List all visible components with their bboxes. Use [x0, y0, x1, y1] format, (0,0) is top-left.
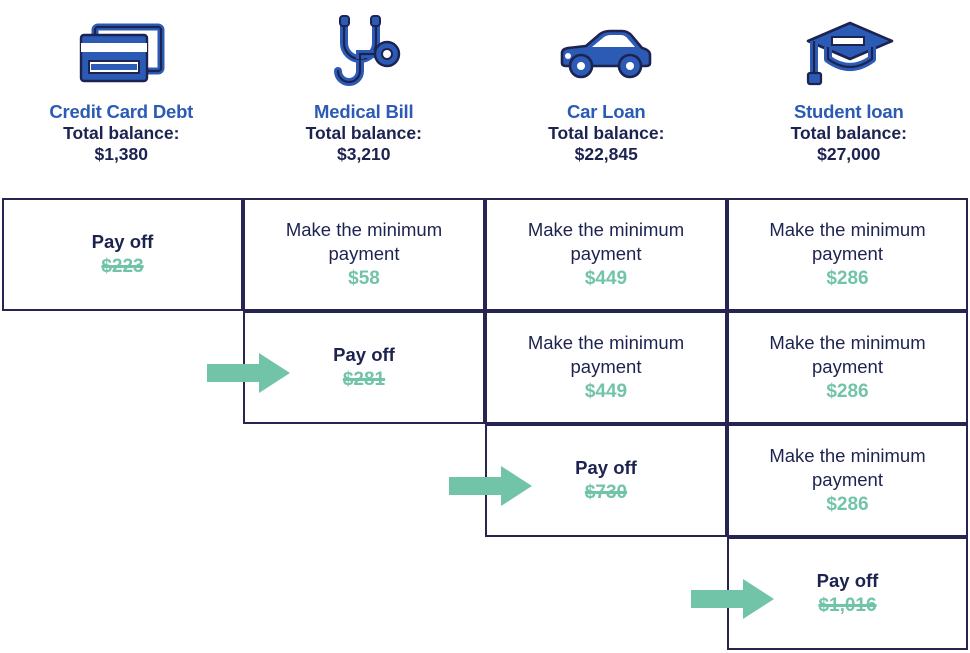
- debt-header-car-loan: Car Loan Total balance: $22,845: [485, 0, 728, 196]
- graduation-cap-icon: [802, 8, 896, 100]
- credit-cards-icon: [73, 8, 169, 100]
- cell-amount: $223: [101, 255, 144, 277]
- balance-amount: $1,380: [94, 144, 149, 165]
- cell-amount: $281: [342, 368, 386, 390]
- debt-header-student-loan: Student loan Total balance: $27,000: [728, 0, 970, 196]
- car-icon: [552, 8, 660, 100]
- cell-action: Make the minimum payment: [769, 219, 926, 265]
- balance-label: Total balance:: [548, 123, 665, 144]
- debt-header-credit-card-debt: Credit Card Debt Total balance: $1,380: [0, 0, 243, 196]
- cell-action: Pay off: [333, 344, 395, 366]
- balance-label: Total balance:: [63, 123, 180, 144]
- table-row-1-cell-credit-card-debt: Pay off $223: [2, 198, 243, 311]
- table-row-4-cell-student-loan: Pay off $1,016: [727, 537, 968, 650]
- cell-action: Pay off: [575, 457, 637, 479]
- table-row-3-cell-car-loan: Pay off $730: [485, 424, 727, 537]
- cell-action: Pay off: [91, 231, 154, 253]
- debt-name: Car Loan: [566, 101, 646, 122]
- cell-action: Make the minimum payment: [527, 332, 685, 378]
- stethoscope-icon: [319, 8, 409, 100]
- cell-action: Make the minimum payment: [769, 445, 926, 491]
- cell-action: Pay off: [816, 570, 879, 592]
- balance-label: Total balance:: [305, 123, 422, 144]
- balance-amount: $3,210: [336, 144, 391, 165]
- cell-amount: $286: [826, 380, 869, 402]
- table-row-1-cell-medical-bill: Make the minimum payment $58: [243, 198, 485, 311]
- cell-amount: $449: [584, 267, 628, 289]
- cell-amount: $449: [584, 380, 628, 402]
- cell-amount: $58: [348, 267, 380, 289]
- cell-amount: $286: [826, 267, 869, 289]
- debt-name: Student loan: [793, 101, 904, 122]
- cell-action: Make the minimum payment: [769, 332, 926, 378]
- debt-name: Credit Card Debt: [49, 101, 194, 122]
- cell-action: Make the minimum payment: [527, 219, 685, 265]
- debt-name: Medical Bill: [314, 101, 414, 122]
- cell-amount: $286: [826, 493, 869, 515]
- balance-amount: $22,845: [574, 144, 638, 165]
- table-row-1-cell-student-loan: Make the minimum payment $286: [727, 198, 968, 311]
- balance-label: Total balance:: [790, 123, 907, 144]
- payment-plan-grid: Pay off $223 Make the minimum payment $5…: [0, 196, 970, 653]
- debt-header-row: Credit Card Debt Total balance: $1,380: [0, 0, 970, 196]
- table-row-3-cell-student-loan: Make the minimum payment $286: [727, 424, 968, 537]
- table-row-1-cell-car-loan: Make the minimum payment $449: [485, 198, 727, 311]
- table-row-2-cell-car-loan: Make the minimum payment $449: [485, 311, 727, 424]
- cell-action: Make the minimum payment: [285, 219, 443, 265]
- balance-amount: $27,000: [817, 144, 881, 165]
- cell-amount: $1,016: [818, 594, 877, 616]
- cell-amount: $730: [584, 481, 628, 503]
- debt-header-medical-bill: Medical Bill Total balance: $3,210: [243, 0, 486, 196]
- table-row-2-cell-student-loan: Make the minimum payment $286: [727, 311, 968, 424]
- table-row-2-cell-medical-bill: Pay off $281: [243, 311, 485, 424]
